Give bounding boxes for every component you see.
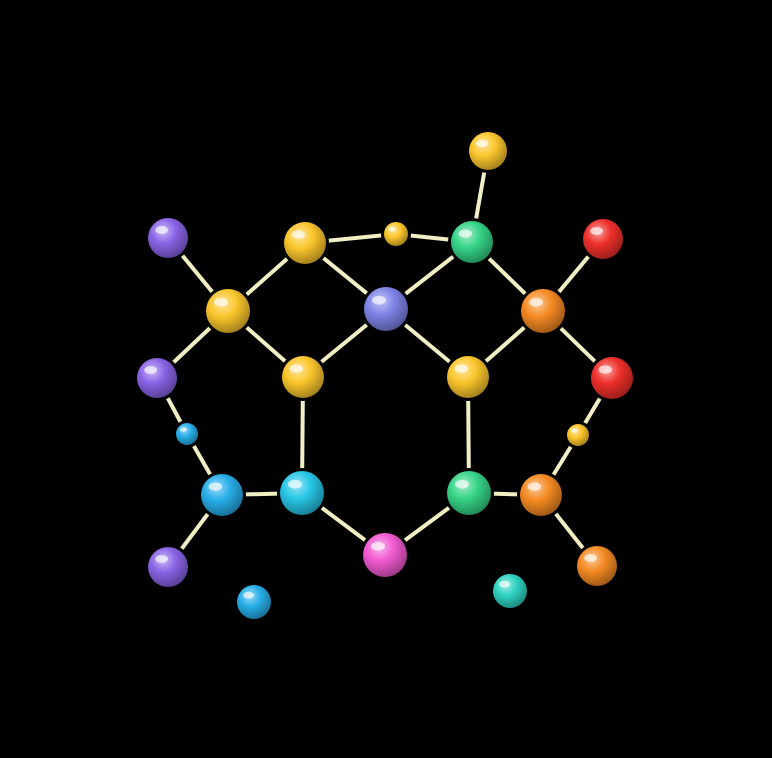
atom-highlight: [155, 226, 169, 234]
atom-sphere: [520, 474, 562, 516]
atom-highlight: [213, 297, 229, 307]
atom-pink: [360, 530, 410, 580]
atom-yellow: [203, 286, 253, 336]
atom-sphere: [148, 218, 188, 258]
atom-sphere: [384, 222, 408, 246]
atom-sphere: [469, 132, 507, 170]
atom-highlight: [179, 427, 187, 432]
atom-orange: [517, 471, 565, 519]
atom-sky: [173, 420, 201, 448]
atom-highlight: [289, 364, 303, 373]
atom-layer: [134, 129, 636, 622]
atom-highlight: [458, 229, 472, 238]
atom-red: [588, 354, 636, 402]
atom-sphere: [280, 471, 324, 515]
atom-sky: [198, 471, 246, 519]
atom-sky: [234, 582, 274, 622]
atom-highlight: [570, 428, 578, 433]
atom-highlight: [287, 479, 302, 489]
atom-highlight: [388, 226, 396, 232]
atom-highlight: [454, 364, 468, 373]
atom-sphere: [201, 474, 243, 516]
atom-orange: [518, 286, 568, 336]
atom-sphere: [447, 356, 489, 398]
atom-sphere: [493, 574, 527, 608]
atom-orange: [574, 543, 620, 589]
atom-highlight: [475, 139, 489, 148]
atom-highlight: [291, 230, 305, 239]
atom-cyan: [277, 468, 327, 518]
atom-sphere: [237, 585, 271, 619]
atom-red: [580, 216, 626, 262]
atom-highlight: [243, 591, 254, 599]
atom-sphere: [284, 222, 326, 264]
atom-highlight: [155, 555, 169, 563]
atom-yellow: [444, 353, 492, 401]
atom-sphere: [176, 423, 198, 445]
atom-sphere: [591, 357, 633, 399]
atom-purple: [134, 355, 180, 401]
atom-sphere: [282, 356, 324, 398]
atom-sphere: [521, 289, 565, 333]
atom-sphere: [577, 546, 617, 586]
atom-purple: [145, 544, 191, 590]
atom-sphere: [583, 219, 623, 259]
atom-sphere: [451, 221, 493, 263]
atom-highlight: [527, 482, 542, 491]
atom-sphere: [363, 533, 407, 577]
atom-sphere: [137, 358, 177, 398]
atom-sphere: [148, 547, 188, 587]
atom-highlight: [370, 541, 385, 551]
atom-sphere: [567, 424, 589, 446]
atom-green: [448, 218, 496, 266]
atom-teal: [490, 571, 530, 611]
atom-purple: [145, 215, 191, 261]
atom-yellow: [564, 421, 592, 449]
atom-sphere: [364, 287, 408, 331]
atom-highlight: [584, 554, 597, 562]
atom-yellow: [279, 353, 327, 401]
atom-highlight: [499, 580, 510, 588]
atom-yellow: [281, 219, 329, 267]
atom-highlight: [208, 482, 222, 491]
atom-highlight: [590, 227, 603, 235]
atom-highlight: [144, 366, 158, 374]
atom-highlight: [454, 479, 469, 489]
atom-sphere: [447, 471, 491, 515]
atom-blue: [361, 284, 411, 334]
atom-sphere: [206, 289, 250, 333]
atom-highlight: [598, 365, 613, 374]
atom-yellow: [466, 129, 510, 173]
atom-green: [444, 468, 494, 518]
atom-highlight: [528, 297, 544, 307]
atom-highlight: [371, 295, 386, 305]
atom-yellow: [381, 219, 411, 249]
